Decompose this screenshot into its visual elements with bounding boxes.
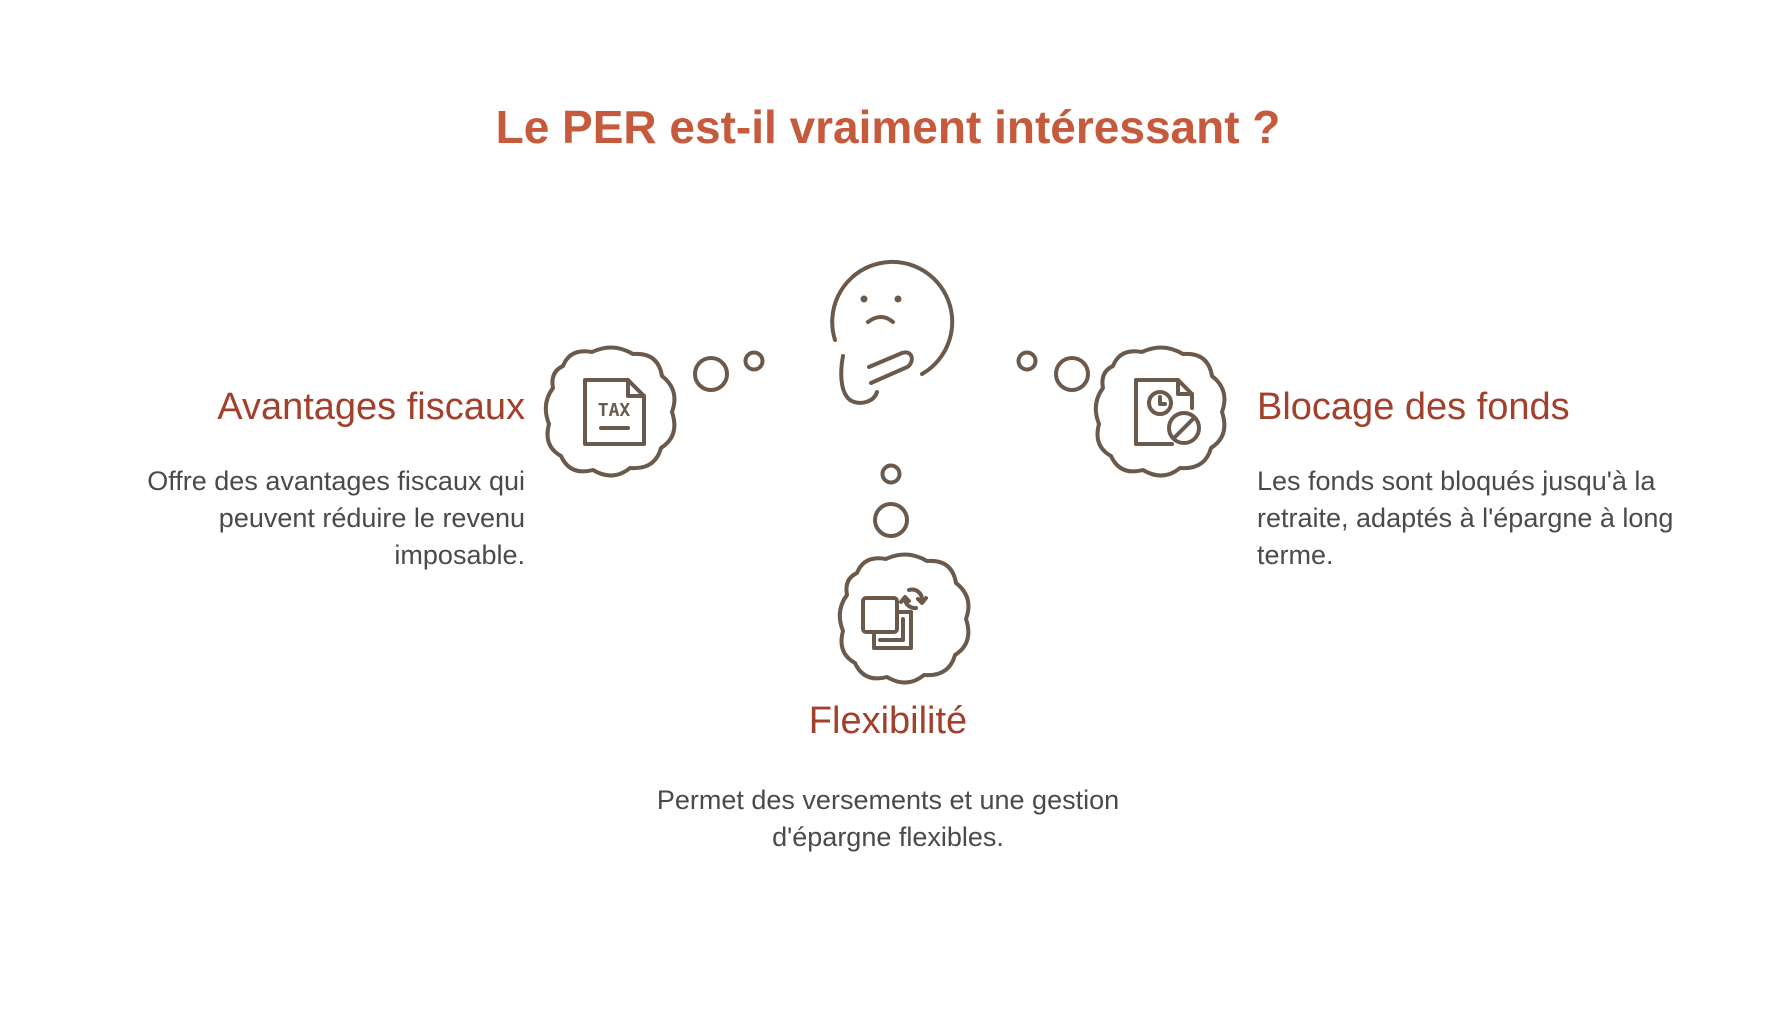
blocked-document-icon: [1134, 378, 1201, 446]
blocking-description: Les fonds sont bloqués jusqu'à la retrai…: [1257, 466, 1674, 570]
tax-label: TAX: [598, 400, 631, 421]
tax-cloud: [543, 345, 677, 478]
page-title: Le PER est-il vraiment intéressant ?: [495, 101, 1281, 153]
advantage-heading: Avantages fiscaux: [217, 386, 525, 428]
advantage-description: Offre des avantages fiscaux qui peuvent …: [147, 466, 525, 570]
blocked-cloud: [1093, 345, 1227, 478]
flexibility-heading: Flexibilité: [808, 700, 968, 742]
flexible-cloud: [837, 552, 971, 685]
thinking-face-icon: [830, 259, 955, 405]
thought-bubbles: [693, 350, 1090, 538]
flexible-copy-icon: [861, 587, 928, 650]
tax-document-icon: TAX: [583, 378, 646, 446]
blocking-heading: Blocage des fonds: [1257, 386, 1570, 428]
flexibility-description: Permet des versements et une gestion d'é…: [656, 785, 1120, 852]
